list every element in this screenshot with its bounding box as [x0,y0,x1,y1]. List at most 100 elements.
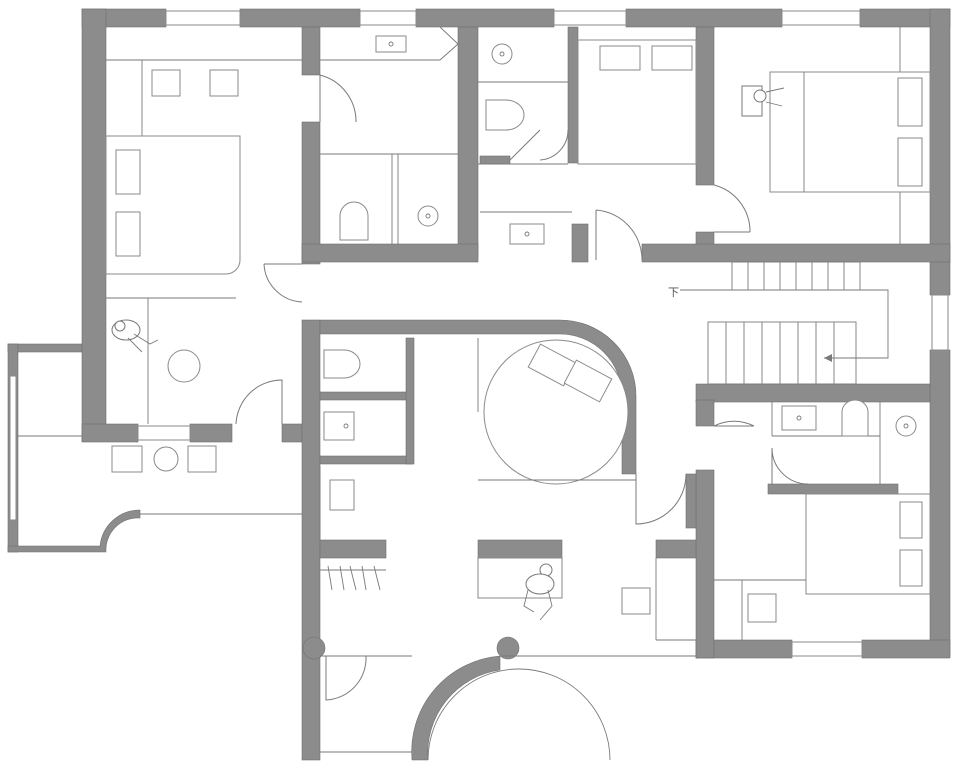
window-balcony [9,375,17,521]
sink-5 [329,479,355,511]
bathroom-middle [319,349,361,540]
person-figure-3 [523,563,555,621]
balcony-table [153,446,179,472]
balcony-chair-2 [187,445,217,473]
pillow-2 [209,69,239,97]
door-bath1[interactable] [319,74,357,123]
window-7 [137,425,191,441]
bedroom-4 [714,493,931,640]
door-living[interactable] [635,473,687,525]
sink-6 [781,405,817,431]
wall-v1b [301,121,321,265]
pillow-3 [599,45,641,71]
wall-h-bath2 [767,483,899,495]
sink-1 [375,35,407,53]
door-bedroom-left[interactable] [263,263,303,303]
door-bath-small[interactable] [509,129,569,161]
stool [747,593,777,623]
pillow-1 [151,69,181,97]
wall-mid-v [405,337,415,465]
wall-v6b [695,469,715,659]
shower-drain-2 [895,415,917,437]
toilet-1 [339,201,369,241]
wall-h-bath [301,243,479,263]
balcony-top [7,343,83,353]
column-right [496,636,520,660]
top-wall-3 [415,8,555,28]
toilet-2 [485,99,525,131]
top-wall-4 [625,8,783,28]
person-figure-2 [741,85,785,117]
window-5 [931,294,949,351]
window-1 [165,10,241,26]
nightstand-6 [899,549,923,587]
column-left [302,636,326,660]
round-table [167,349,201,383]
bedroom-2 [577,39,697,165]
wall-h-stair-top [641,243,951,263]
bottom-right-wall-2 [861,639,951,659]
arch-floor [427,668,611,761]
right-wall-lower [929,349,951,657]
wall-v7 [685,473,697,529]
bathroom-2 [478,43,572,245]
top-wall-2 [239,8,361,28]
bathroom-right [771,399,917,484]
nightstand-1 [115,149,141,195]
balcony [18,435,217,473]
wall-mid-h2 [319,455,413,465]
door-entry[interactable] [325,655,367,701]
wall-mid-h1 [319,391,413,401]
wall-center-v [301,319,321,761]
nightstand-3 [897,77,923,127]
vanity-counter [320,43,459,61]
sink-2 [491,43,513,65]
nightstand-5 [899,501,923,539]
wall-bl-3 [281,423,303,443]
wall-v3 [567,26,579,164]
arch-wall [411,655,501,761]
staircase: 下 [668,261,889,385]
lounge-chair-2 [563,359,613,403]
wall-v6a [695,399,715,427]
side-table [621,587,651,615]
door-right-hall[interactable] [713,420,755,427]
window-2 [359,10,417,26]
doors [235,74,809,701]
toilet-3 [323,349,361,379]
door-corridor[interactable] [595,209,643,261]
wall-h-stair-bottom [695,383,931,403]
nightstand-2 [115,211,141,257]
stair-label: 下 [668,286,679,299]
wall-bl-2 [189,423,233,443]
door-bath-right[interactable] [771,447,809,485]
wall-v1a [301,26,321,76]
balcony-bottom [7,509,141,553]
bedroom-left [105,59,302,424]
wall-v5 [571,223,589,263]
shower-drain-1 [417,205,439,227]
toilet-4 [841,399,869,437]
wall-v2 [457,26,479,258]
nightstand-4 [897,137,923,187]
desk-top [477,539,563,559]
pillow-4 [651,45,693,71]
door-bedroom-right[interactable] [713,184,751,233]
wall-ward-1 [319,539,387,559]
person-figure-1 [111,319,159,353]
window-3 [553,10,627,26]
sink-4 [323,411,355,441]
wall-v4 [695,26,715,186]
door-bedroom-bottom[interactable] [235,379,283,425]
wall-bl-1 [81,423,139,443]
sink-3 [509,223,545,245]
wall-ward-2 [655,539,697,559]
stair-direction-arrow [680,289,889,359]
balcony-chair-1 [111,445,143,473]
bed-3 [769,71,931,193]
hangers [327,565,381,591]
window-4 [781,10,861,26]
bedroom-3 [741,27,931,244]
left-wall [81,8,107,442]
